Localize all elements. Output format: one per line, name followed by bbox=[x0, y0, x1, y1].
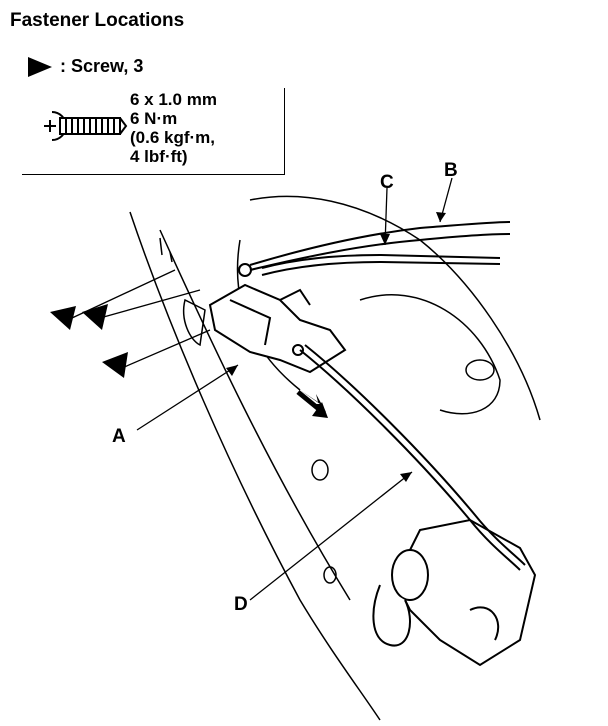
leader-lines bbox=[71, 177, 453, 601]
screw-location-arrows bbox=[50, 304, 128, 378]
screw-torque-kgf: (0.6 kgf·m, bbox=[130, 128, 216, 147]
screw-icon bbox=[44, 111, 128, 141]
screw-legend-label: : Screw, 3 bbox=[60, 56, 144, 76]
direction-arrow-icon bbox=[296, 390, 328, 418]
leader-arrowheads bbox=[226, 212, 446, 482]
screw-torque-nm: 6 N·m bbox=[130, 109, 178, 128]
callout-c: C bbox=[380, 172, 394, 193]
callout-b: B bbox=[444, 160, 458, 181]
door-lock-actuator bbox=[372, 518, 537, 667]
screw-arrowhead-icon bbox=[82, 304, 108, 330]
screw-size: 6 x 1.0 mm bbox=[130, 90, 217, 109]
screw-spec-text: 6 x 1.0 mm 6 N·m (0.6 kgf·m, 4 lbf·ft) bbox=[130, 90, 217, 166]
screw-legend: : Screw, 3 bbox=[28, 56, 143, 77]
cables bbox=[249, 221, 526, 571]
screw-arrowhead-icon bbox=[50, 306, 76, 330]
screw-spec-box bbox=[22, 88, 285, 175]
callout-d: D bbox=[234, 594, 248, 615]
diagram-title: Fastener Locations bbox=[10, 10, 185, 31]
door-latch bbox=[208, 263, 347, 374]
screw-arrowhead-icon bbox=[102, 352, 128, 378]
screw-torque-lbf: 4 lbf·ft) bbox=[130, 147, 188, 166]
arrowhead-icon bbox=[28, 56, 52, 77]
callout-a: A bbox=[112, 426, 126, 447]
